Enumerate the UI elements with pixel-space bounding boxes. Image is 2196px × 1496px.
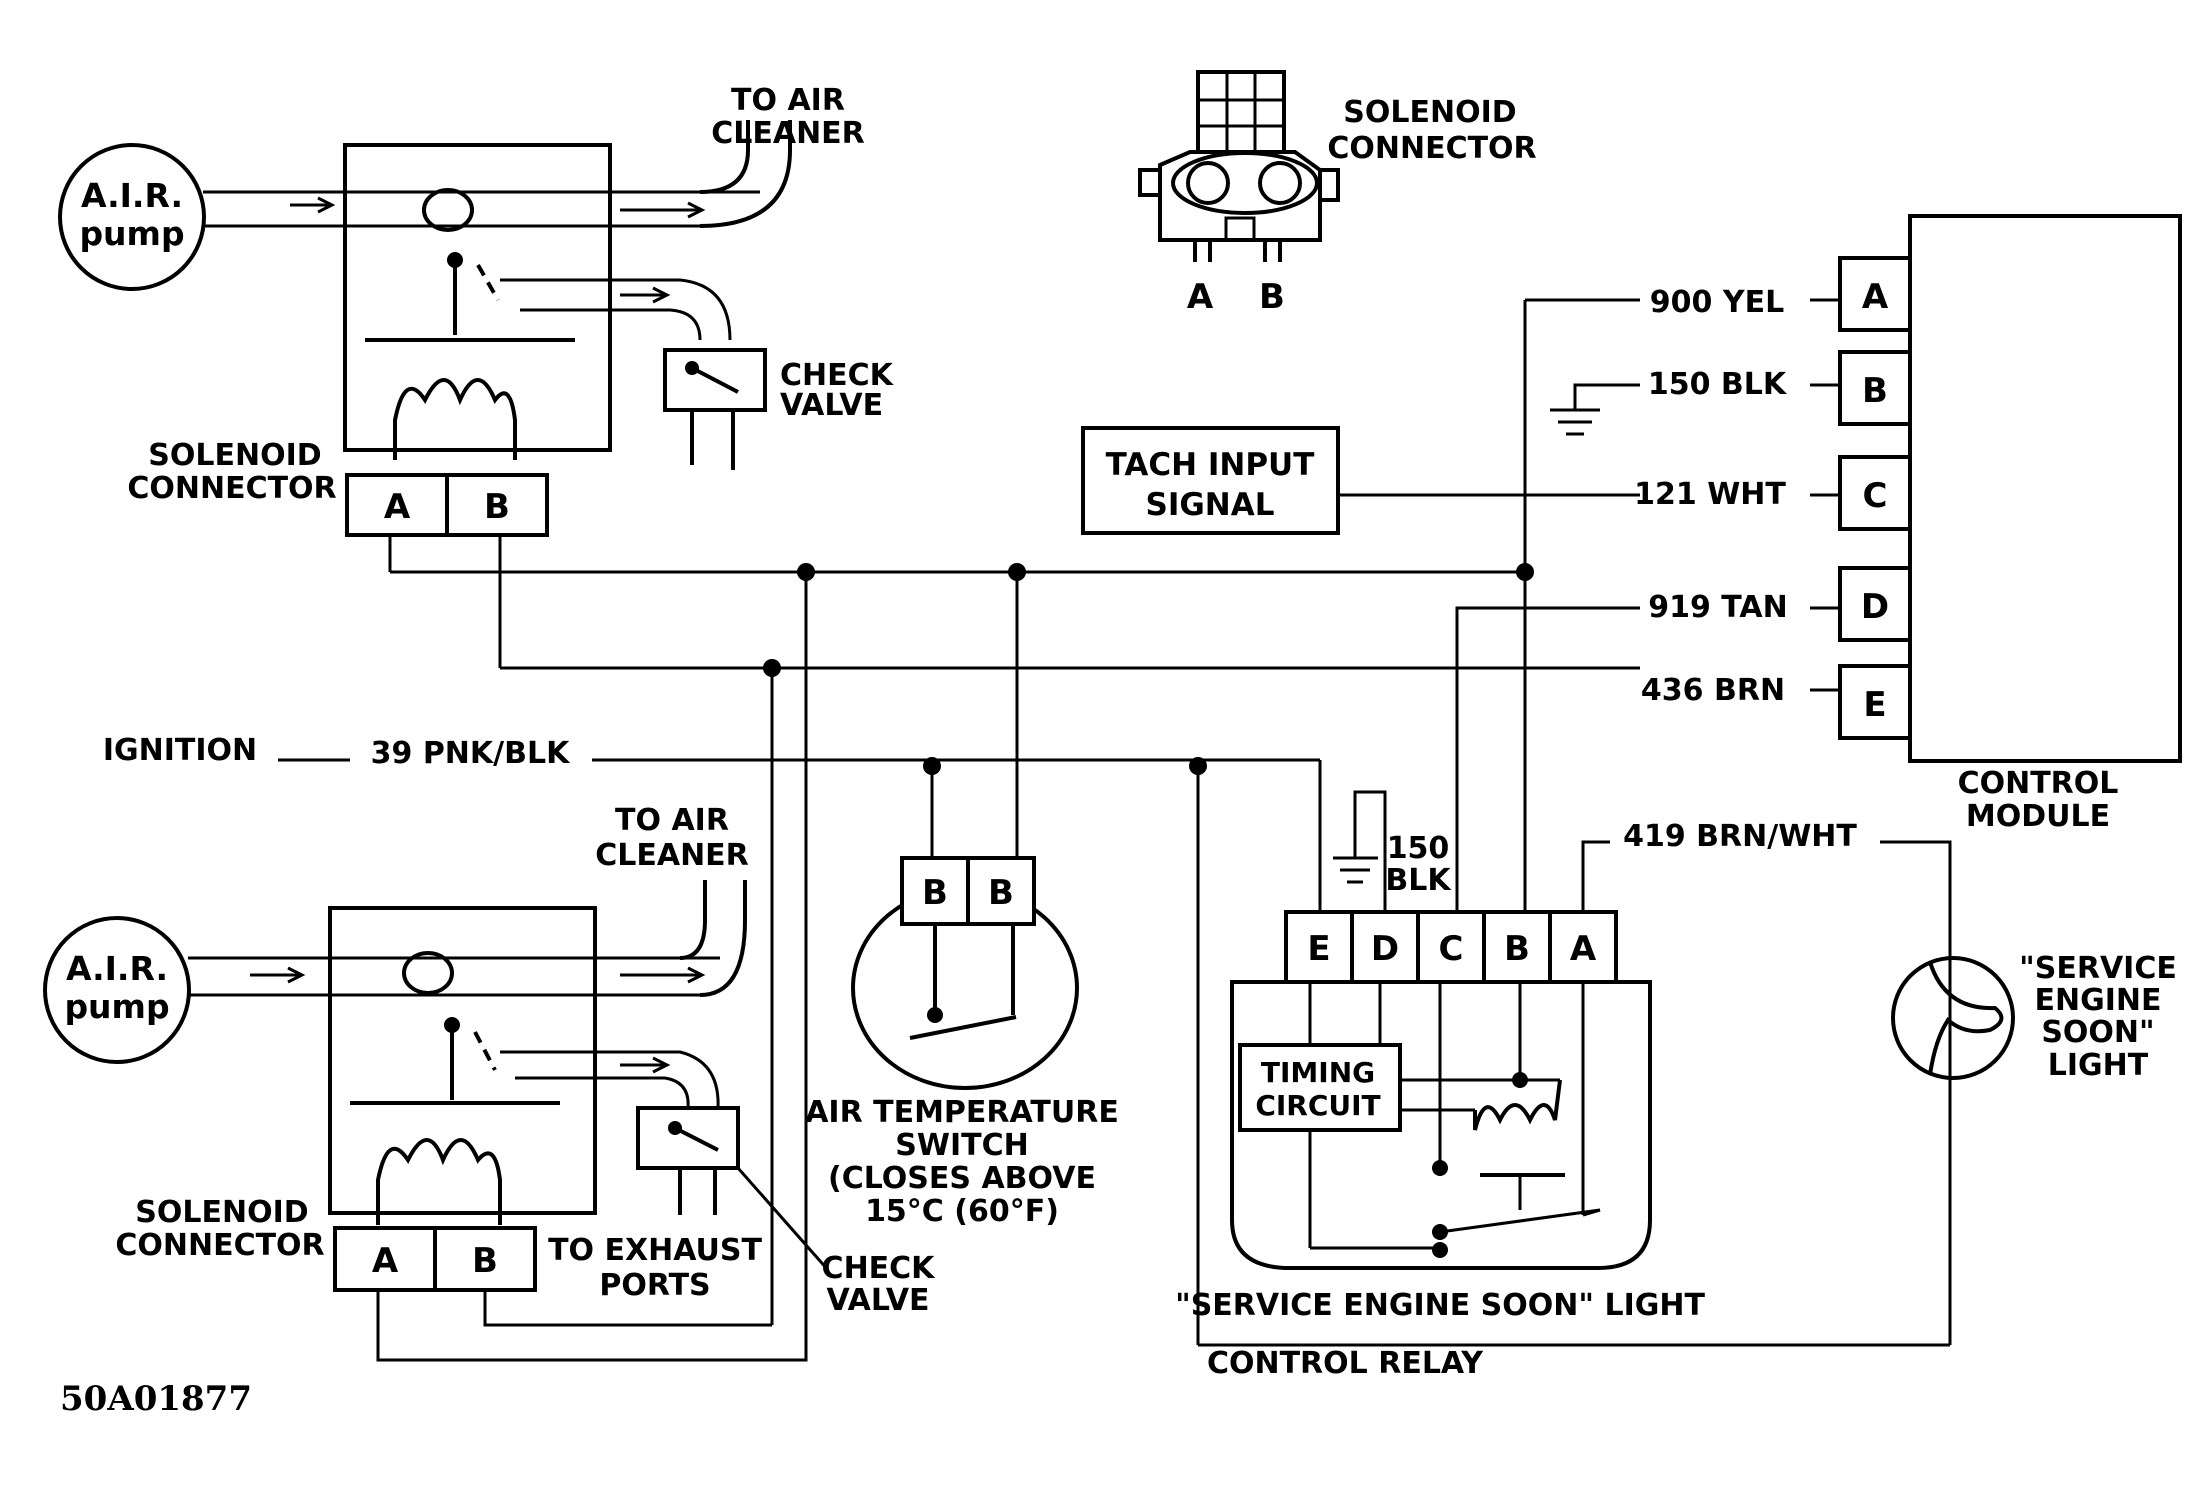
control-module-pin-c-label: C: [1863, 476, 1888, 516]
solenoid-connector-detail: A B SOLENOID CONNECTOR: [1138, 70, 1537, 317]
relay-pin-b-label: B: [1504, 929, 1530, 969]
control-module: A B C D E CONTROL MODULE: [1838, 214, 2182, 834]
relay-pin-a-label: A: [1570, 929, 1597, 969]
lower-to-air-cleaner-label-1: TO AIR: [615, 803, 729, 838]
control-relay-label-2: CONTROL RELAY: [1207, 1346, 1484, 1381]
relay-ground-label-1: 150: [1387, 831, 1450, 866]
air-temp-switch-label-2: SWITCH: [895, 1128, 1028, 1163]
wire-39-pnk-blk-label: 39 PNK/BLK: [371, 736, 571, 771]
upper-air-pump-label-1: A.I.R.: [81, 176, 183, 215]
sesl-label-1: "SERVICE: [2019, 951, 2177, 986]
lower-to-air-cleaner-label-2: CLEANER: [595, 838, 749, 873]
upper-diverter-valve-body: [343, 143, 612, 452]
control-module-pin-e-label: E: [1863, 685, 1886, 725]
control-module-pin-e: [1838, 664, 1912, 740]
control-relay-label-1: "SERVICE ENGINE SOON" LIGHT: [1175, 1288, 1705, 1323]
lower-pin-b-label: B: [472, 1241, 498, 1281]
relay-pin-e-label: E: [1307, 929, 1330, 969]
upper-to-air-cleaner-label-1: TO AIR: [731, 83, 845, 118]
timing-circuit-label-2: CIRCUIT: [1255, 1089, 1380, 1122]
air-temp-switch-label-3: (CLOSES ABOVE: [828, 1161, 1096, 1196]
control-module-label-2: MODULE: [1966, 799, 2110, 834]
relay-pin-d-label: D: [1371, 929, 1399, 969]
detail-pin-a-label: A: [1187, 277, 1214, 317]
wire-419-brn-wht-label: 419 BRN/WHT: [1623, 819, 1857, 854]
upper-solenoid-connector-label-1: SOLENOID: [148, 438, 321, 473]
lower-connector-pin-b: [433, 1226, 537, 1292]
air-temp-switch-label-1: AIR TEMPERATURE: [805, 1095, 1119, 1130]
upper-solenoid-connector-label-2: CONNECTOR: [127, 471, 336, 506]
upper-check-valve-label-2: VALVE: [780, 388, 883, 423]
control-module-pin-b: [1838, 350, 1912, 426]
lower-air-pump-label-1: A.I.R.: [66, 949, 168, 988]
sesl-label-2: ENGINE: [2035, 983, 2162, 1018]
sesl-label-3: SOON": [2041, 1015, 2154, 1050]
lower-pin-a-label: A: [372, 1241, 399, 1281]
upper-check-valve: [663, 348, 767, 412]
lower-solenoid-connector-label-1: SOLENOID: [135, 1195, 308, 1230]
upper-air-cleaner-arrow: [290, 196, 336, 214]
wire-121-wht-label: 121 WHT: [1634, 477, 1786, 512]
temp-switch-pin-b-right: [966, 856, 1036, 926]
control-module-pin-b-label: B: [1862, 371, 1888, 411]
control-module-label-1: CONTROL: [1958, 766, 2119, 801]
detail-solenoid-connector-label-2: CONNECTOR: [1327, 131, 1536, 166]
lower-air-valve-assembly: A.I.R. pump TO AIR CLEANER TO EXHAUST PO…: [43, 803, 937, 1318]
relay-ground-label-2: BLK: [1385, 863, 1452, 898]
wire-436-brn-label: 436 BRN: [1641, 673, 1785, 708]
wire-919-tan-label: 919 TAN: [1648, 590, 1788, 625]
timing-circuit-label-1: TIMING: [1261, 1056, 1375, 1089]
lower-solenoid-connector-label-2: CONNECTOR: [115, 1228, 324, 1263]
detail-pin-b-label: B: [1259, 277, 1285, 317]
relay-pin-c-label: C: [1439, 929, 1464, 969]
wire-900-yel-label: 900 YEL: [1650, 285, 1784, 320]
ignition-label: IGNITION: [103, 733, 257, 768]
service-engine-soon-light: "SERVICE ENGINE SOON" LIGHT: [1891, 951, 2177, 1083]
tach-input-signal-label-2: SIGNAL: [1146, 487, 1275, 523]
control-module-body: [1908, 214, 2182, 763]
control-module-pin-c: [1838, 455, 1912, 531]
lower-air-pump: [43, 916, 191, 1064]
upper-air-pump: [58, 143, 206, 291]
control-module-pin-d: [1838, 566, 1912, 642]
tach-input-signal-box: [1081, 426, 1340, 535]
upper-air-pump-label-2: pump: [79, 214, 184, 253]
upper-pin-a-label: A: [384, 487, 411, 527]
to-exhaust-ports-label-2: PORTS: [599, 1268, 710, 1303]
lower-air-pump-label-2: pump: [64, 987, 169, 1026]
lower-check-valve: [636, 1106, 740, 1170]
control-module-pin-a-label: A: [1862, 277, 1889, 317]
service-engine-soon-lamp: [1891, 956, 2015, 1080]
relay-pin-c: [1416, 910, 1486, 984]
upper-check-valve-label-1: CHECK: [780, 358, 895, 393]
detail-solenoid-connector-label-1: SOLENOID: [1343, 95, 1516, 130]
temp-switch-pin-1-label: B: [922, 873, 948, 913]
temp-switch-pin-2-label: B: [988, 873, 1014, 913]
lower-diverter-valve-body: [328, 906, 597, 1215]
upper-to-air-cleaner-label-2: CLEANER: [711, 116, 865, 151]
air-temp-switch-label-4: 15°C (60°F): [865, 1194, 1059, 1229]
upper-connector-pin-b: [445, 473, 549, 537]
upper-air-valve-assembly: A.I.R. pump TO AIR CLEANER CHECK VALV: [58, 83, 895, 537]
tach-input-signal-label-1: TACH INPUT: [1106, 447, 1315, 483]
upper-pin-b-label: B: [484, 487, 510, 527]
service-engine-soon-light-control-relay: E D C B A TIMING CIRCUIT: [1230, 910, 1652, 1270]
air-temperature-switch: B B AIR TEMPERATURE SWITCH (CLOSES ABOVE…: [805, 856, 1119, 1229]
figure-code: 50A01877: [60, 1379, 252, 1419]
lower-check-valve-label-1: CHECK: [822, 1251, 937, 1286]
relay-pin-e: [1284, 910, 1354, 984]
wire-150-blk-label: 150 BLK: [1648, 367, 1788, 402]
lower-check-valve-label-2: VALVE: [826, 1283, 929, 1318]
sesl-label-4: LIGHT: [2048, 1048, 2149, 1083]
upper-connector-pin-a: [345, 473, 449, 537]
to-exhaust-ports-label-1: TO EXHAUST: [548, 1233, 762, 1268]
control-module-pin-a: [1838, 256, 1912, 332]
timing-circuit-box: [1238, 1043, 1402, 1132]
control-module-pin-d-label: D: [1861, 587, 1889, 627]
